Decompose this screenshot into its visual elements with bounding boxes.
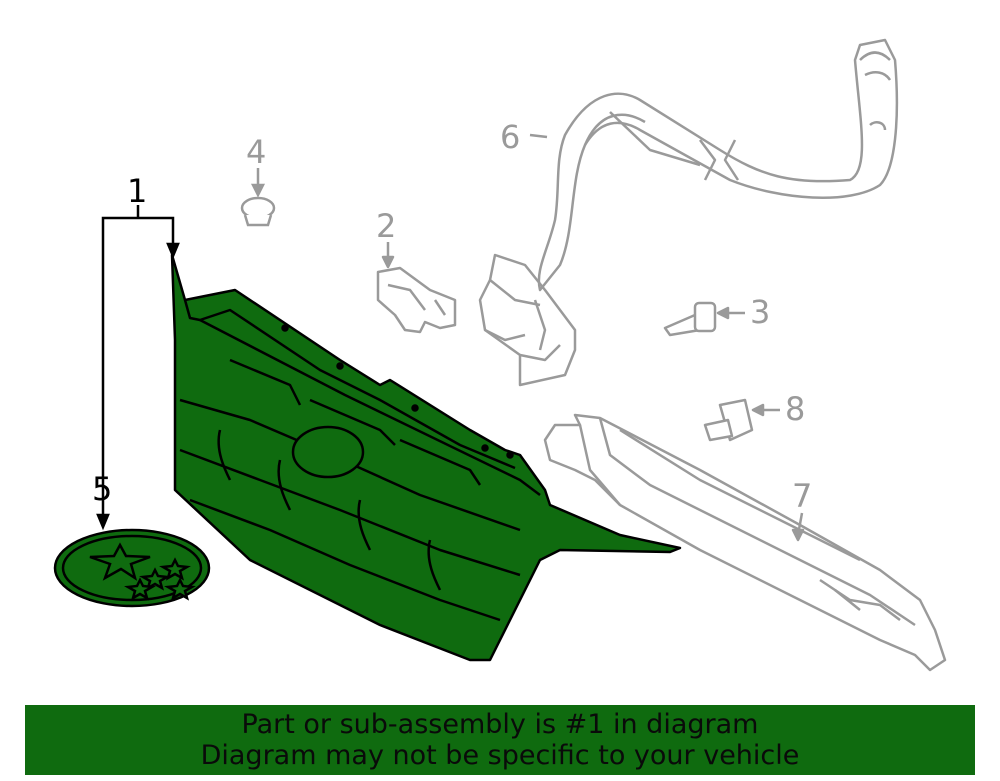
- part-2-bracket: [376, 242, 457, 334]
- part-1-front-grille: [170, 253, 682, 662]
- callout-3: 3: [750, 293, 770, 331]
- part-4-clip: [240, 168, 276, 227]
- part-7-reinforcement: [543, 413, 947, 672]
- part-8-push-pin: [703, 398, 780, 442]
- callout-4: 4: [246, 133, 266, 171]
- banner-line-1: Part or sub-assembly is #1 in diagram: [241, 709, 759, 740]
- info-banner: Part or sub-assembly is #1 in diagram Di…: [25, 705, 975, 775]
- callout-6: 6: [500, 118, 520, 156]
- part-3-screw: [663, 301, 745, 337]
- part-5-emblem: [53, 528, 211, 608]
- callout-8: 8: [785, 390, 805, 428]
- callout-2: 2: [376, 207, 396, 245]
- callout-1: 1: [127, 172, 147, 210]
- banner-line-2: Diagram may not be specific to your vehi…: [200, 740, 800, 771]
- part-6-support-bracket: [478, 38, 899, 387]
- callout-7: 7: [792, 477, 812, 515]
- callout-5: 5: [92, 470, 112, 508]
- leader-lines: [96, 205, 180, 531]
